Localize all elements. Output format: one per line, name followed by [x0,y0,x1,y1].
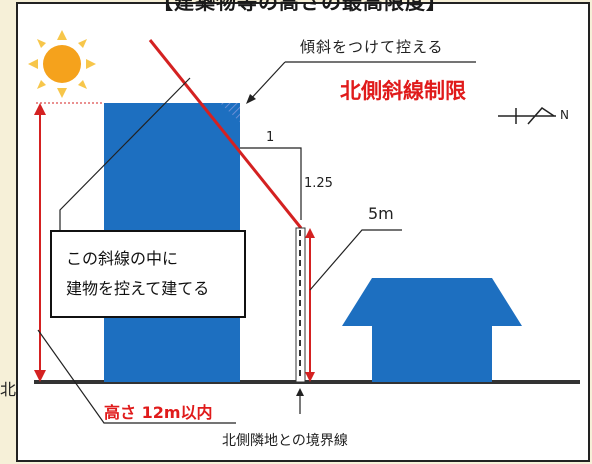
ratio-rise-label: 1.25 [304,176,333,191]
north-label: N [560,108,569,122]
restriction-title: 北側斜線制限 [340,79,466,103]
slope-note-label: 傾斜をつけて控える [300,38,444,56]
slope-ratio-bracket [240,147,302,220]
diagram-heading: 【建築物等の高さの最高限度】 [153,0,447,14]
explanation-line-2: 建物を控えて建てる [66,279,210,298]
height-5m-leader [309,229,402,291]
margin-character: 北 [0,380,17,399]
explanation-line-1: この斜線の中に [66,249,179,268]
boundary-label: 北側隣地との境界線 [222,433,348,449]
neighbour-house [342,278,522,382]
north-slant-line [148,39,303,229]
explanation-box: この斜線の中に 建物を控えて建てる [50,230,246,318]
box-leader [59,77,191,230]
height-limit-label: 高さ 12m以内 [104,403,213,422]
north-arrow-icon [498,107,556,125]
height-limit-leader [37,329,236,424]
ratio-run-label: 1 [266,130,275,145]
height-5m-label: 5m [368,204,394,223]
sun-icon [28,30,96,98]
stepped-corner-hatch [220,103,240,122]
